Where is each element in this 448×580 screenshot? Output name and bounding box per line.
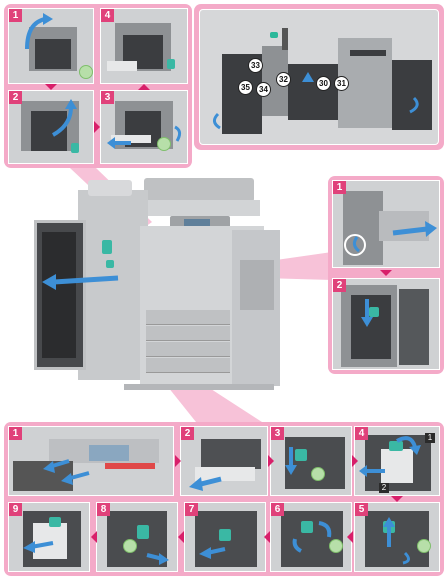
step-arrow: [91, 531, 97, 543]
callout-33: 33: [248, 58, 263, 73]
step-number: 9: [9, 503, 22, 516]
step-number: 4: [101, 9, 114, 22]
bottom-panel-4: 1 2 4: [354, 426, 440, 496]
bottom-step-group: 1 2 3 1 2 4 9 8: [4, 422, 444, 576]
callout-35: 35: [238, 80, 253, 95]
step-arrow: [45, 84, 57, 90]
top-left-step-group: 1 4 2 3: [4, 4, 192, 168]
step-arrow: [138, 84, 150, 90]
step-number: 6: [271, 503, 284, 516]
bottom-panel-3: 3: [270, 426, 352, 496]
step-arrow: [268, 455, 274, 467]
bottom-panel-8: 8: [96, 502, 178, 572]
step-number: 2: [9, 91, 22, 104]
bottom-panel-5: 5: [354, 502, 440, 572]
bottom-panel-7: 7: [184, 502, 266, 572]
right-panel-1: 1: [332, 180, 440, 268]
step-arrow: [347, 531, 353, 543]
step-number: 2: [181, 427, 194, 440]
callout-31: 31: [334, 76, 349, 91]
step-number: 5: [355, 503, 368, 516]
callout-32: 32: [276, 72, 291, 87]
step-number: 1: [9, 427, 22, 440]
step-number: 8: [97, 503, 110, 516]
step-arrow: [175, 455, 181, 467]
step-arrow: [391, 496, 403, 502]
step-number: 1: [333, 181, 346, 194]
top-left-panel-2: 2: [8, 90, 94, 164]
step-number: 7: [185, 503, 198, 516]
callout-34: 34: [256, 82, 271, 97]
right-step-group: 1 2: [328, 176, 444, 374]
finisher-interior-view: 33 32 35 34 30 31: [199, 9, 439, 145]
top-left-panel-1: 1: [8, 8, 94, 84]
step-number: 3: [271, 427, 284, 440]
top-right-detail-group: 33 32 35 34 30 31: [194, 4, 444, 150]
step-arrow: [380, 270, 392, 276]
step-arrow: [178, 531, 184, 543]
green-lever-icon: [270, 32, 278, 38]
step-arrow: [94, 121, 100, 133]
step-number: 1: [9, 9, 22, 22]
main-machine-illustration: [34, 170, 304, 410]
step-arrow: [264, 531, 270, 543]
marker-1: 1: [425, 433, 435, 443]
bottom-panel-1: 1: [8, 426, 174, 496]
step-arrow: [352, 455, 358, 467]
marker-2: 2: [379, 483, 389, 493]
callout-30: 30: [316, 76, 331, 91]
step-number: 3: [101, 91, 114, 104]
step-number: 2: [333, 279, 346, 292]
right-panel-2: 2: [332, 278, 440, 370]
top-left-panel-3: 3: [100, 90, 188, 164]
bottom-panel-6: 6: [270, 502, 352, 572]
top-left-panel-4: 4: [100, 8, 188, 84]
step-number: 4: [355, 427, 368, 440]
bottom-panel-2: 2: [180, 426, 268, 496]
bottom-panel-9: 9: [8, 502, 90, 572]
finisher-unit: [78, 190, 148, 380]
